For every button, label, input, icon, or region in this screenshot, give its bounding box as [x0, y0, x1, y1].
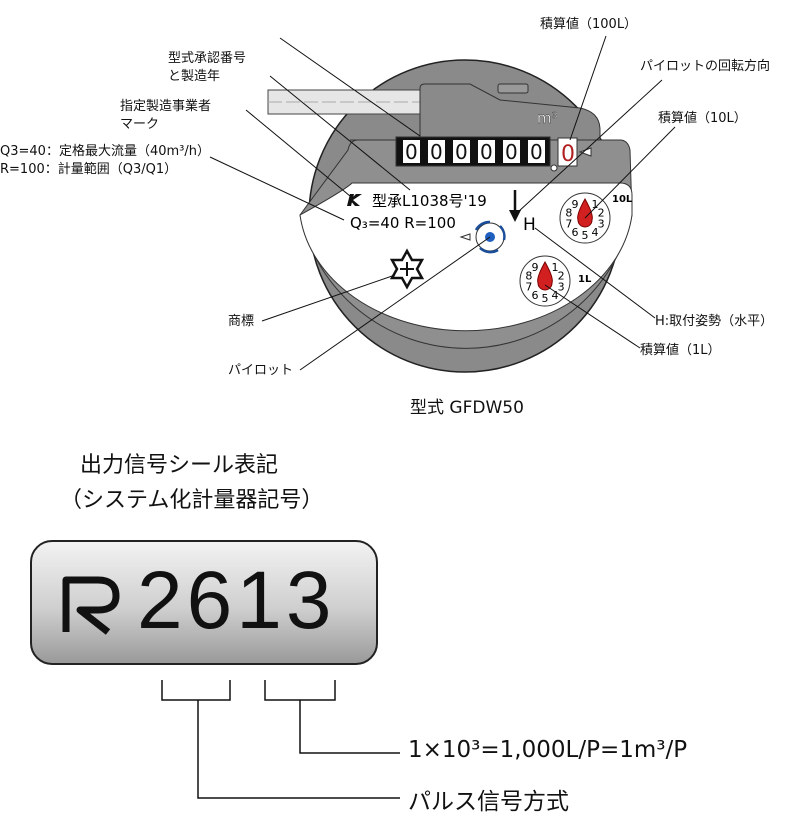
- counter-digit: 0: [455, 140, 468, 164]
- label-trademark: 商標: [228, 314, 255, 329]
- unit-label: m³: [537, 109, 558, 127]
- seal-brackets: [161, 680, 400, 799]
- dial-number: 9: [532, 261, 539, 274]
- dial-number: 3: [598, 217, 605, 230]
- dial-pointer-icon: [577, 197, 593, 228]
- output-signal-seal: 2613: [30, 540, 378, 665]
- dial-number: 7: [525, 280, 532, 293]
- label-approval-no: 型式承認番号: [168, 51, 247, 66]
- label-orientation: H:取付姿勢（水平）: [655, 314, 774, 329]
- counter-digit-bg: [403, 140, 420, 163]
- counter-digit-bg: [528, 140, 545, 163]
- label-pilot: パイロット: [228, 363, 294, 378]
- counter-digit-bg: [453, 140, 470, 163]
- maker-mark-logo: [347, 194, 362, 206]
- counter-window: [395, 136, 551, 167]
- dial-number: 8: [565, 207, 572, 220]
- seal-code: 2613: [137, 555, 336, 646]
- counter-digit: 0: [480, 140, 493, 164]
- dial-1l-label: 1L: [578, 274, 592, 285]
- dial-number: 5: [582, 229, 589, 242]
- dial-number: 1: [591, 198, 598, 211]
- counter-digit: 0: [530, 140, 543, 164]
- dial-number: 5: [542, 292, 549, 305]
- dial-number: 6: [532, 289, 539, 302]
- counter-digit: 0: [430, 140, 443, 164]
- dial-number: 9: [572, 198, 579, 211]
- dial-number: 1: [551, 261, 558, 274]
- label-total-1l: 積算値（1L）: [640, 343, 721, 358]
- dial-number: 3: [558, 280, 565, 293]
- dial-number: 6: [572, 226, 579, 239]
- dial-pointer-icon: [537, 260, 553, 291]
- flow-arrow-icon: [509, 210, 521, 222]
- dial-10l-label: 10L: [612, 194, 633, 205]
- counter-dot: [550, 164, 558, 172]
- label-total-10l: 積算値（10L）: [658, 111, 747, 126]
- spec-text: Q₃=40 R=100: [350, 214, 456, 232]
- label-pilot-direction: パイロットの回転方向: [640, 59, 771, 74]
- r-logo-icon: [62, 576, 120, 635]
- label-approval-year: と製造年: [168, 69, 221, 84]
- label-maker-mark: 指定製造事業者: [120, 99, 212, 114]
- counter-digit-bg: [503, 140, 520, 163]
- label-maker-mark-2: マーク: [120, 117, 160, 132]
- red-digit: 0: [561, 142, 575, 167]
- register-housing: [419, 83, 601, 141]
- dial-number: 2: [558, 270, 565, 283]
- counter-digit-bg: [428, 140, 445, 163]
- dial-number: 7: [565, 217, 572, 230]
- dial-number: 4: [591, 226, 598, 239]
- dial-number: 2: [598, 207, 605, 220]
- model-name: 型式 GFDW50: [410, 398, 524, 418]
- dial-number: 8: [525, 270, 532, 283]
- orientation-mark: H: [523, 215, 536, 235]
- trademark-star-icon: [389, 248, 425, 290]
- dial-number: 4: [551, 289, 558, 302]
- counter-digit-bg: [478, 140, 495, 163]
- label-total-100l: 積算値（100L）: [540, 17, 638, 32]
- label-r: R=100：計量範囲（Q3/Q1）: [0, 162, 178, 177]
- label-q3: Q3=40：定格最大流量（40m³/h）: [0, 144, 210, 159]
- leader-lines: [209, 35, 676, 371]
- pulse-type-text: パルス信号方式: [408, 789, 569, 815]
- counter-digit: 0: [505, 140, 518, 164]
- seal-title: 出力信号シール表記: [80, 453, 279, 478]
- counter-digit: 0: [405, 140, 418, 164]
- approval-text: 型承L1038号'19: [372, 192, 487, 210]
- housing-slot: [497, 83, 529, 94]
- seal-subtitle: （システム化計量器記号）: [60, 488, 324, 513]
- pulse-value-text: 1×10³=1,000L/P=1m³/P: [408, 737, 688, 763]
